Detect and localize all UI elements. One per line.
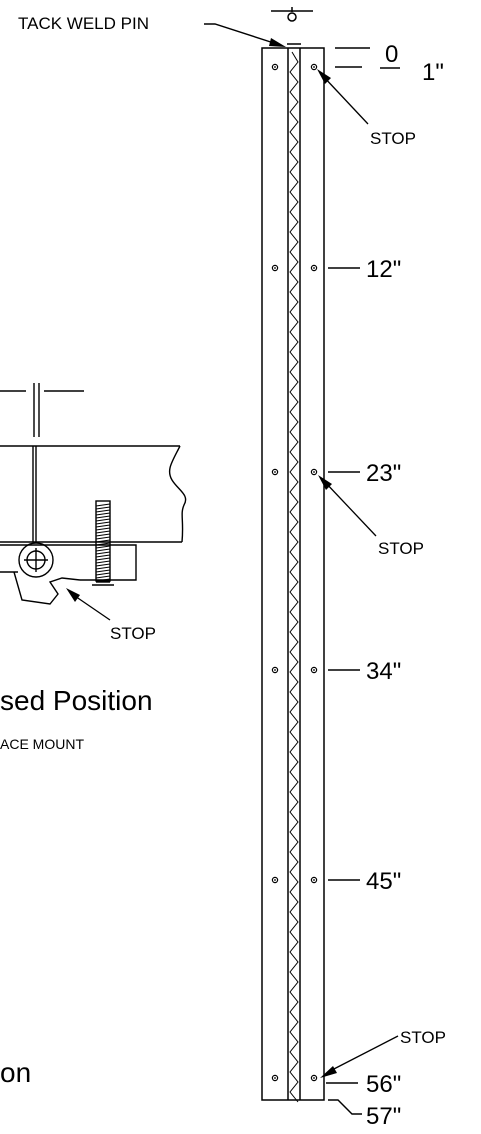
stop-arrowhead-section xyxy=(66,588,80,602)
dim-56: 56" xyxy=(366,1071,401,1098)
stop-arrowhead-top xyxy=(317,69,331,84)
dim-57: 57" xyxy=(366,1103,401,1130)
thread-line xyxy=(95,512,111,516)
bottom-partial-title: on xyxy=(0,1057,31,1088)
stop-leader-section xyxy=(71,593,111,621)
stop-leader-bottom xyxy=(329,1035,399,1072)
thread-line xyxy=(95,569,111,573)
dim-1: 1" xyxy=(422,59,444,86)
stop-arrowhead-middle xyxy=(318,475,332,490)
thread-line xyxy=(95,554,111,558)
screw-holes xyxy=(271,63,318,1082)
screw-hole-center xyxy=(313,879,315,881)
thread-line xyxy=(95,506,111,510)
thread-line xyxy=(95,548,111,552)
thread-line xyxy=(95,578,111,582)
dim-34: 34" xyxy=(366,658,401,685)
dim-23: 23" xyxy=(366,460,401,487)
screw-hole-center xyxy=(313,267,315,269)
thread-line xyxy=(95,533,111,537)
screw-hole-center xyxy=(274,1077,276,1079)
dimension-leaders xyxy=(326,47,370,1115)
dim-0: 0 xyxy=(385,41,398,68)
stop-label-bottom: STOP xyxy=(400,1028,446,1047)
hanger xyxy=(271,7,313,22)
thread-line xyxy=(95,557,111,561)
screw-hole-center xyxy=(313,669,315,671)
screw-hole-center xyxy=(313,66,315,68)
thread-line xyxy=(95,560,111,564)
thread-line xyxy=(95,575,111,579)
thread-line xyxy=(95,545,111,549)
screw-hole-center xyxy=(274,267,276,269)
screw-hole-center xyxy=(274,66,276,68)
stop-label-middle: STOP xyxy=(378,539,424,558)
thread-line xyxy=(95,530,111,534)
thread-line xyxy=(95,527,111,531)
stop-leader-top xyxy=(321,74,369,125)
tack-weld-leader xyxy=(204,23,281,46)
thread-line xyxy=(95,551,111,555)
section-detail xyxy=(0,383,187,605)
screw-hole-center xyxy=(274,471,276,473)
stop-arrowhead-bottom xyxy=(320,1066,337,1078)
thread-line xyxy=(95,563,111,567)
stop-label-section: STOP xyxy=(110,624,156,643)
thread-line xyxy=(95,524,111,528)
tack-weld-arrowhead xyxy=(269,38,286,47)
screw-hole-center xyxy=(313,471,315,473)
screw-hole-center xyxy=(313,1077,315,1079)
thread-line xyxy=(95,566,111,570)
thread-line xyxy=(95,521,111,525)
dim-12: 12" xyxy=(366,256,401,283)
screw-hole-center xyxy=(274,879,276,881)
knuckle-zigzag xyxy=(289,51,299,1103)
stop-leader-middle xyxy=(323,480,377,537)
stud-threads xyxy=(95,503,111,582)
hinge-elevation xyxy=(261,43,325,1101)
thread-line xyxy=(95,542,111,546)
tack-weld-pin-label: TACK WELD PIN xyxy=(18,14,149,33)
thread-line xyxy=(95,539,111,543)
dim-45: 45" xyxy=(366,868,401,895)
thread-line xyxy=(95,503,111,507)
thread-line xyxy=(95,515,111,519)
stop-label-top: STOP xyxy=(370,129,416,148)
closed-position-title: sed Position xyxy=(0,685,153,716)
screw-hole-center xyxy=(274,669,276,671)
thread-line xyxy=(95,518,111,522)
thread-line xyxy=(95,509,111,513)
thread-line xyxy=(95,572,111,576)
surface-mount-subtitle: ACE MOUNT xyxy=(0,736,84,752)
thread-line xyxy=(95,536,111,540)
